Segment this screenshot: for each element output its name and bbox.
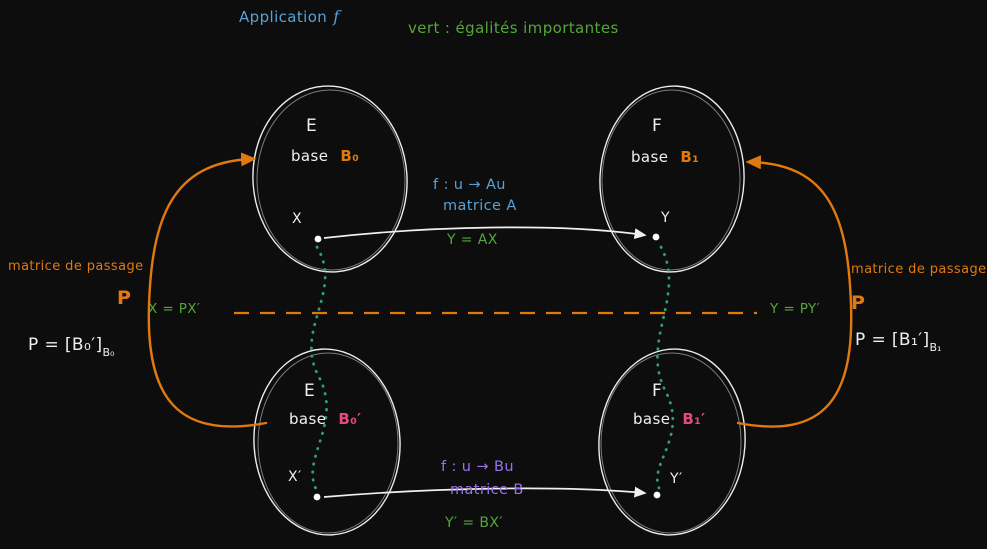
axis-equation-left: X = PX′ — [148, 301, 201, 317]
passage-arrow-left — [147, 152, 268, 428]
passage-symbol-right: P — [851, 292, 866, 314]
set-ellipse-top-right — [599, 85, 745, 273]
set-f-bottom-label: F — [652, 381, 663, 401]
set-ellipse-bottom-right-sketch — [600, 352, 742, 534]
set-ellipse-bottom-left — [253, 348, 401, 536]
passage-formula-right: P = [B₁′]B₁ — [855, 330, 942, 355]
base-name-b0: B₀ — [340, 147, 360, 165]
title-f-symbol: f — [333, 7, 340, 26]
point-x-label: X — [292, 211, 302, 227]
passage-label-left: matrice de passage — [8, 259, 144, 274]
set-ellipse-top-right-sketch — [601, 89, 741, 271]
formula-main: P = [B₀′] — [28, 335, 103, 355]
formula-subscript: B₁ — [929, 341, 942, 354]
point-x-prime-label: X′ — [288, 469, 302, 485]
set-ellipse-bottom-left-sketch — [257, 352, 399, 534]
base-word: base — [631, 148, 669, 166]
map-bottom-definition: f : u → Bu — [441, 459, 514, 475]
base-name-b0-prime: B₀′ — [338, 410, 362, 428]
point-y-dot — [652, 233, 660, 241]
set-ellipse-bottom-right — [598, 348, 746, 536]
title-text: Application — [239, 8, 328, 26]
set-ellipse-top-left — [252, 85, 408, 273]
correspondence-dots-left — [309, 245, 328, 491]
map-top-equation: Y = AX — [447, 232, 498, 248]
formula-main: P = [B₁′] — [855, 330, 930, 350]
base-word: base — [633, 410, 671, 428]
point-y-prime-label: Y′ — [670, 471, 683, 487]
base-line-top-left: base B₀ — [291, 147, 360, 165]
map-bottom-matrix-label: matrice B — [450, 482, 524, 498]
formula-subscript: B₀ — [102, 346, 115, 359]
base-name-b1-prime: B₁′ — [682, 410, 706, 428]
map-bottom-equation: Y′ = BX′ — [445, 515, 503, 531]
point-x-dot — [314, 235, 322, 243]
map-top-definition: f : u → Au — [433, 177, 506, 193]
set-e-top-label: E — [306, 116, 318, 136]
passage-formula-left: P = [B₀′]B₀ — [28, 335, 115, 360]
base-name-b1: B₁ — [680, 148, 700, 166]
map-arrow-bottom — [323, 486, 647, 498]
color-legend: vert : égalités importantes — [408, 19, 619, 37]
point-y-prime-dot — [653, 491, 661, 499]
base-line-bottom-right: base B₁′ — [633, 410, 706, 428]
passage-symbol-left: P — [117, 287, 132, 309]
base-line-top-right: base B₁ — [631, 148, 700, 166]
axis-equation-right: Y = PY′ — [770, 301, 821, 317]
correspondence-dots-right — [656, 245, 675, 490]
diagram-title: Application f — [239, 7, 340, 26]
map-arrow-top — [323, 226, 647, 240]
base-line-bottom-left: base B₀′ — [289, 410, 362, 428]
base-word: base — [291, 147, 329, 165]
passage-arrow-right — [736, 155, 853, 428]
passage-label-right: matrice de passage — [851, 262, 987, 277]
set-f-top-label: F — [652, 116, 663, 136]
map-top-matrix-label: matrice A — [443, 198, 517, 214]
point-y-label: Y — [661, 210, 670, 226]
set-e-bottom-label: E — [304, 381, 316, 401]
point-x-prime-dot — [313, 493, 321, 501]
set-ellipse-top-left-sketch — [256, 89, 406, 271]
base-word: base — [289, 410, 327, 428]
